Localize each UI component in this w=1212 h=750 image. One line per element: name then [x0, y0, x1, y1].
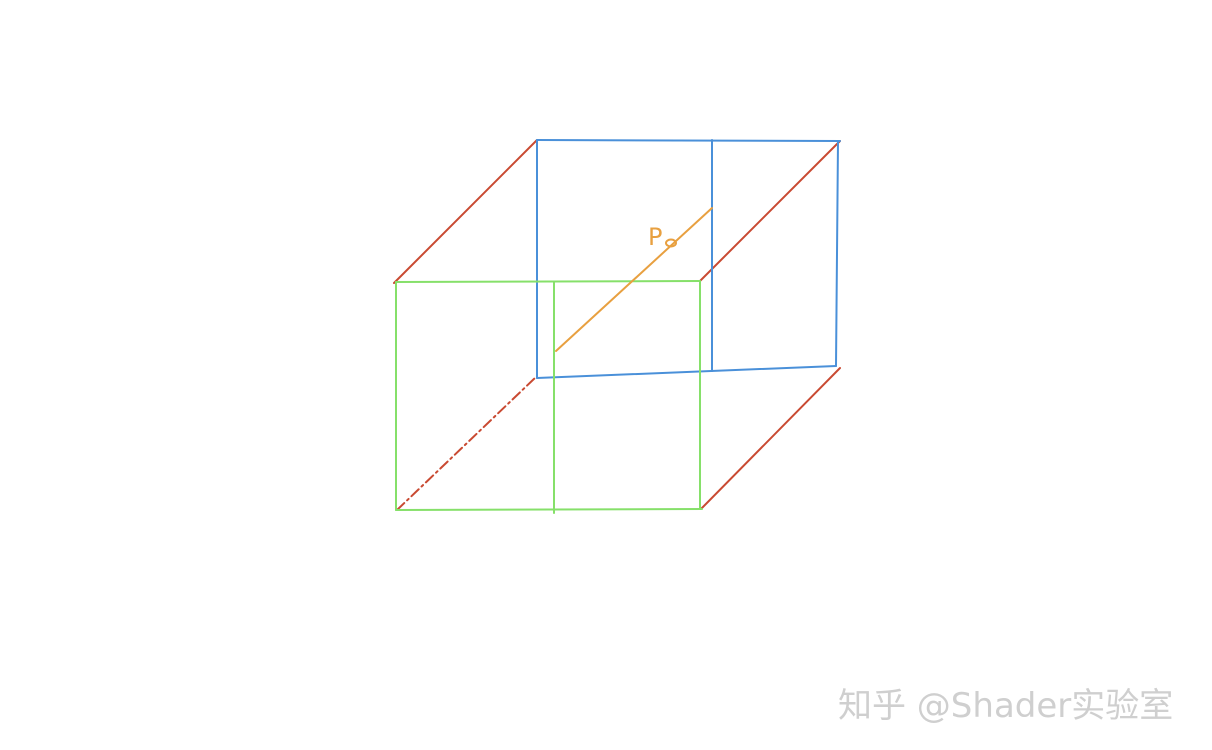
- depth-edge-hidden-dashed: [396, 376, 537, 511]
- ray-line: [555, 207, 713, 352]
- point-p-label: P: [648, 223, 662, 251]
- depth-edge-bottom-right: [700, 367, 841, 510]
- depth-edge-top-right: [699, 140, 841, 282]
- depth-edges: [393, 139, 841, 511]
- back-face-bottom: [536, 365, 837, 379]
- back-face-right: [835, 140, 839, 367]
- point-p-marker: [665, 238, 677, 248]
- watermark-text: 知乎 @Shader实验室: [838, 686, 1174, 726]
- front-face-bottom: [395, 508, 703, 511]
- depth-edge-top-left: [393, 139, 538, 284]
- front-face: [395, 280, 703, 514]
- back-face-top: [536, 139, 841, 142]
- back-face: [536, 139, 841, 379]
- front-face-top: [395, 280, 701, 283]
